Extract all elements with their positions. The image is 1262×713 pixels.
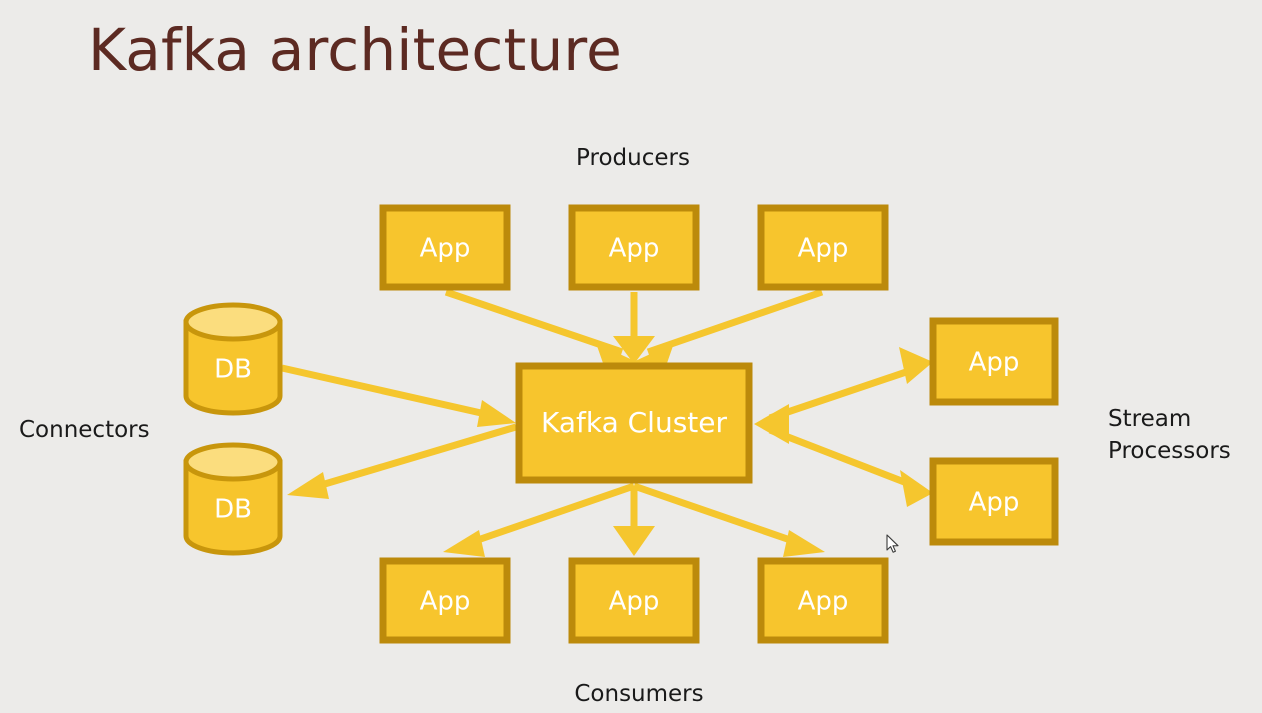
- stream-processor-app-1[interactable]: App: [929, 317, 1059, 406]
- kafka-cluster-node[interactable]: Kafka Cluster: [515, 362, 753, 484]
- arrow-cluster-to-consumer-1: [443, 482, 636, 557]
- connector-db-2-label: DB: [214, 495, 252, 525]
- producer-app-3[interactable]: App: [757, 204, 889, 291]
- arrow-producer-2-to-cluster: [613, 292, 655, 364]
- stream-processor-app-2[interactable]: App: [929, 457, 1059, 546]
- connector-db-2[interactable]: DB: [183, 442, 283, 556]
- stream-processor-app-2-label: App: [969, 488, 1020, 518]
- arrow-db-1-to-cluster: [281, 364, 516, 427]
- arrow-cluster-to-stream-processor-2: [768, 426, 933, 507]
- consumer-app-3-label: App: [798, 587, 849, 617]
- producer-app-3-label: App: [798, 234, 849, 264]
- producer-app-1-label: App: [420, 234, 471, 264]
- consumer-app-1[interactable]: App: [379, 557, 511, 644]
- page-title: Kafka architecture: [88, 16, 623, 84]
- arrow-cluster-to-db-2: [287, 423, 517, 499]
- arrow-cluster-to-stream-processor-1: [768, 347, 933, 422]
- arrow-producer-1-to-cluster: [444, 288, 639, 366]
- group-label-consumers: Consumers: [574, 681, 703, 707]
- stream-processor-app-1-label: App: [969, 348, 1020, 378]
- group-label-producers: Producers: [576, 145, 690, 171]
- producer-app-2-label: App: [609, 234, 660, 264]
- group-label-stream-processors-line1: Stream: [1108, 406, 1191, 432]
- arrow-producer-3-to-cluster: [631, 288, 824, 366]
- producer-app-2[interactable]: App: [568, 204, 700, 291]
- consumer-app-1-label: App: [420, 587, 471, 617]
- group-label-stream-processors-line2: Processors: [1108, 438, 1231, 464]
- group-label-stream-processors: Stream Processors: [1108, 406, 1231, 464]
- connector-db-1-label: DB: [214, 355, 252, 385]
- kafka-cluster-label: Kafka Cluster: [541, 406, 728, 439]
- arrow-cluster-to-consumer-3: [632, 482, 825, 557]
- consumer-app-2-label: App: [609, 587, 660, 617]
- consumer-app-2[interactable]: App: [568, 557, 700, 644]
- consumer-app-3[interactable]: App: [757, 557, 889, 644]
- group-label-connectors: Connectors: [19, 417, 150, 443]
- connector-db-1[interactable]: DB: [183, 302, 283, 416]
- producer-app-1[interactable]: App: [379, 204, 511, 291]
- arrow-stream-processors-to-cluster: [754, 404, 789, 444]
- arrow-cluster-to-consumer-2: [613, 486, 655, 556]
